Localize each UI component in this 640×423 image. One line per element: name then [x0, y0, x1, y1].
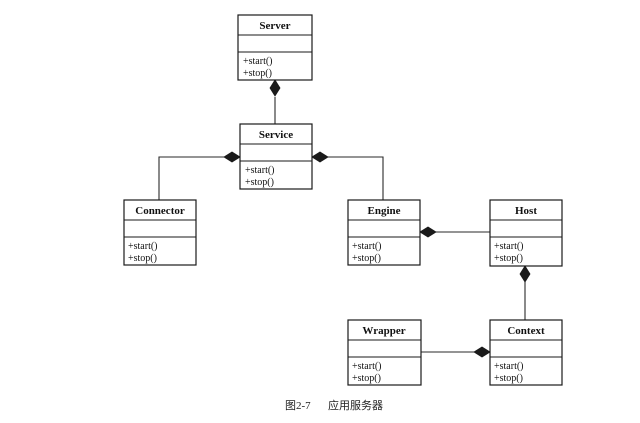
- class-name: Service: [259, 129, 293, 141]
- class-name: Wrapper: [362, 325, 405, 337]
- class-host: Host +start() +stop(): [489, 199, 563, 267]
- method-stop: +stop(): [494, 373, 523, 384]
- composition-diamond: [473, 346, 491, 358]
- composition-diamond: [311, 151, 329, 163]
- class-connector: Connector +start() +stop(): [123, 199, 197, 266]
- method-start: +start(): [352, 241, 382, 252]
- class-context: Context +start() +stop(): [489, 319, 563, 386]
- composition-context-wrapper: [421, 346, 491, 358]
- composition-service-engine: [311, 151, 384, 200]
- method-start: +start(): [243, 56, 273, 67]
- class-name: Host: [515, 205, 537, 217]
- figure-caption: 图2-7 应用服务器: [285, 398, 383, 412]
- class-name: Context: [507, 325, 545, 337]
- class-wrapper: Wrapper +start() +stop(): [347, 319, 422, 386]
- caption-number: 图2-7: [285, 399, 311, 412]
- method-start: +start(): [352, 361, 382, 372]
- class-server: Server +start() +stop(): [237, 14, 313, 81]
- method-stop: +stop(): [352, 253, 381, 264]
- class-name: Engine: [367, 205, 400, 217]
- composition-diamond: [419, 226, 437, 238]
- caption-title: 应用服务器: [328, 398, 383, 412]
- method-stop: +stop(): [352, 373, 381, 384]
- composition-diamond: [269, 79, 281, 97]
- composition-diamond: [223, 151, 241, 163]
- class-name: Connector: [135, 205, 185, 217]
- method-stop: +stop(): [128, 253, 157, 264]
- method-start: +start(): [128, 241, 158, 252]
- class-name: Server: [259, 20, 290, 32]
- class-engine: Engine +start() +stop(): [347, 199, 421, 266]
- method-start: +start(): [494, 361, 524, 372]
- composition-host-context: [519, 265, 531, 320]
- method-stop: +stop(): [245, 177, 274, 188]
- class-service: Service +start() +stop(): [239, 123, 313, 190]
- method-start: +start(): [494, 241, 524, 252]
- method-stop: +stop(): [494, 253, 523, 264]
- composition-server-service: [269, 79, 281, 124]
- composition-service-connector: [158, 151, 241, 200]
- method-stop: +stop(): [243, 68, 272, 79]
- composition-engine-host: [419, 226, 490, 238]
- composition-diamond: [519, 265, 531, 283]
- method-start: +start(): [245, 165, 275, 176]
